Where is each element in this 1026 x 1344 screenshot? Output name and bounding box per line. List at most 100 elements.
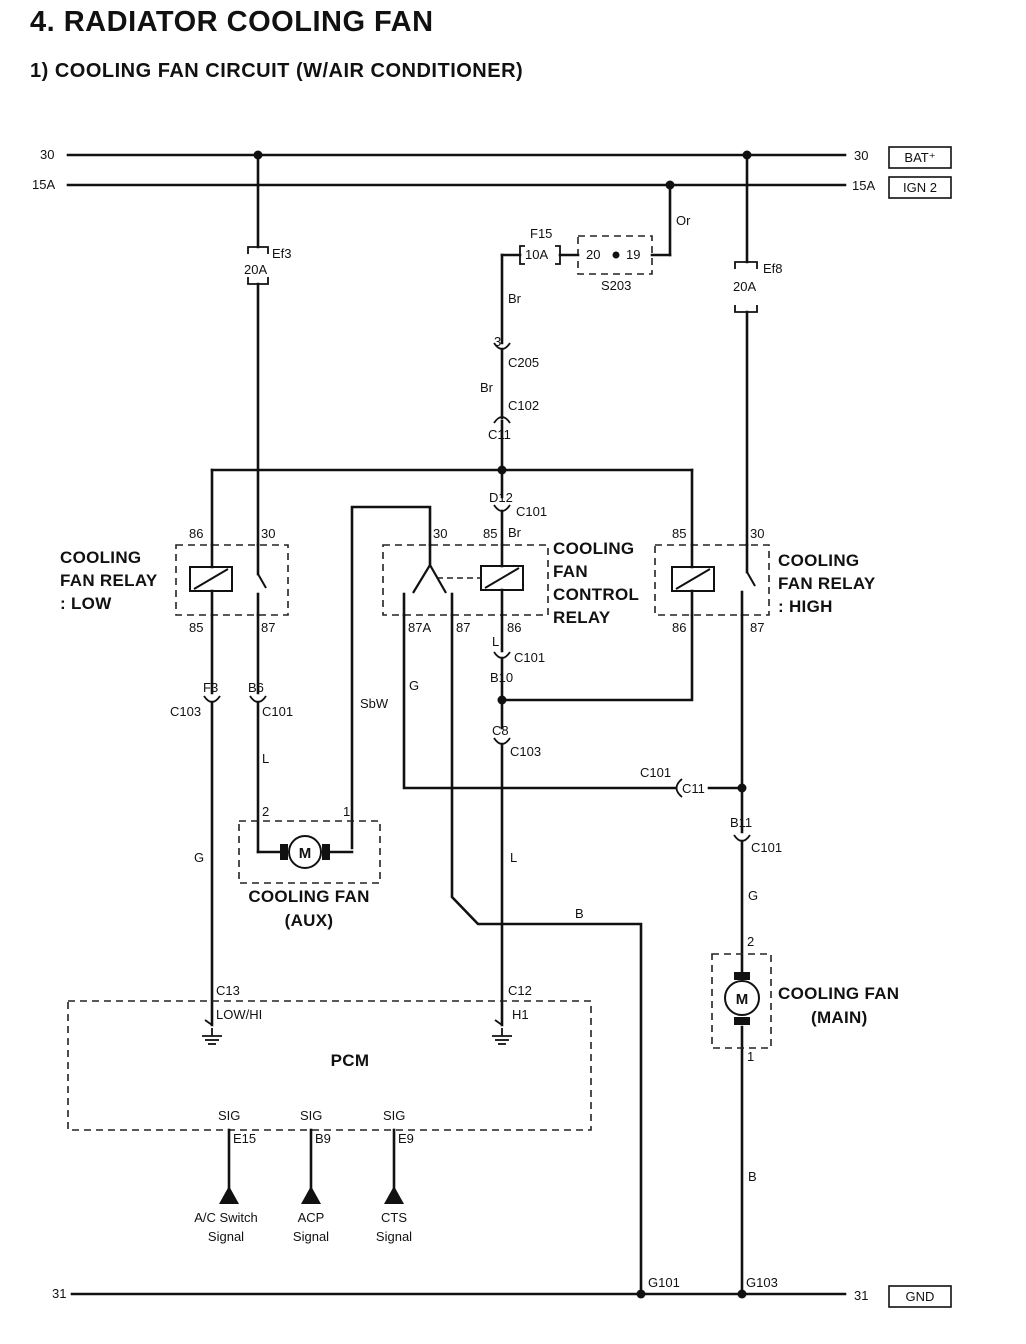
ground-rail: 31 31 GND bbox=[52, 1285, 952, 1308]
wire-sbw: SbW bbox=[350, 505, 432, 850]
svg-text:COOLING: COOLING bbox=[60, 548, 141, 567]
svg-text:87: 87 bbox=[750, 620, 764, 635]
svg-text:G: G bbox=[748, 888, 758, 903]
svg-text:(MAIN): (MAIN) bbox=[811, 1008, 868, 1027]
svg-text:COOLING FAN: COOLING FAN bbox=[248, 887, 369, 906]
svg-text:F15: F15 bbox=[530, 226, 552, 241]
svg-text:: LOW: : LOW bbox=[60, 594, 112, 613]
svg-text:BAT⁺: BAT⁺ bbox=[904, 150, 935, 165]
svg-text:COOLING FAN: COOLING FAN bbox=[778, 984, 899, 1003]
svg-text:SIG: SIG bbox=[300, 1108, 322, 1123]
svg-text:A/C Switch: A/C Switch bbox=[194, 1210, 258, 1225]
svg-text:3: 3 bbox=[494, 334, 501, 349]
svg-text:C101: C101 bbox=[514, 650, 545, 665]
svg-text:2: 2 bbox=[747, 934, 754, 949]
svg-text:Br: Br bbox=[508, 525, 522, 540]
svg-text:GND: GND bbox=[906, 1289, 935, 1304]
svg-text:F3: F3 bbox=[203, 680, 218, 695]
splice-s203: S203 bbox=[601, 278, 631, 293]
svg-text:G: G bbox=[409, 678, 419, 693]
svg-text:30: 30 bbox=[40, 147, 54, 162]
relay-supply-bus: D12 C101 Br bbox=[210, 468, 694, 547]
svg-text:RELAY: RELAY bbox=[553, 608, 611, 627]
svg-text:SbW: SbW bbox=[360, 696, 389, 711]
svg-text:B: B bbox=[575, 906, 584, 921]
svg-text:FAN: FAN bbox=[553, 562, 588, 581]
svg-text:15A: 15A bbox=[852, 178, 875, 193]
fuse-ef8: 20A Ef8 bbox=[733, 153, 783, 547]
svg-text:C102: C102 bbox=[508, 398, 539, 413]
svg-text:IGN 2: IGN 2 bbox=[903, 180, 937, 195]
svg-text:CONTROL: CONTROL bbox=[553, 585, 639, 604]
svg-text:19: 19 bbox=[626, 247, 640, 262]
svg-text:D12: D12 bbox=[489, 490, 513, 505]
svg-text:Ef8: Ef8 bbox=[763, 261, 783, 276]
svg-text:85: 85 bbox=[483, 526, 497, 541]
wire-low-85: F3 C103 G bbox=[170, 613, 221, 1027]
svg-text:85: 85 bbox=[672, 526, 686, 541]
svg-text:C103: C103 bbox=[170, 704, 201, 719]
svg-text:Ef3: Ef3 bbox=[272, 246, 292, 261]
svg-text:E9: E9 bbox=[398, 1131, 414, 1146]
svg-text:L: L bbox=[510, 850, 517, 865]
svg-text:20A: 20A bbox=[244, 262, 267, 277]
svg-text:1: 1 bbox=[343, 804, 350, 819]
wire-control-86: L C101 B10 C8 C103 L bbox=[490, 613, 694, 1027]
svg-text:SIG: SIG bbox=[383, 1108, 405, 1123]
control-feed: Or 20 19 S203 10A F15 Br 3 C205 Br C102 … bbox=[480, 183, 691, 499]
pcm-module: PCM C13 LOW/HI C12 H1 SIG SIG SIG bbox=[67, 983, 592, 1131]
cooling-fan-main: M 2 1 COOLING FAN (MAIN) bbox=[711, 934, 899, 1064]
svg-text:86: 86 bbox=[672, 620, 686, 635]
ground-g103: G103 bbox=[746, 1275, 778, 1290]
svg-text:86: 86 bbox=[507, 620, 521, 635]
svg-text:C11: C11 bbox=[488, 427, 511, 442]
svg-text:E15: E15 bbox=[233, 1131, 256, 1146]
svg-text:Or: Or bbox=[676, 213, 691, 228]
svg-text:C101: C101 bbox=[262, 704, 293, 719]
ground-g101: G101 bbox=[648, 1275, 680, 1290]
svg-text:1: 1 bbox=[747, 1049, 754, 1064]
svg-text:CTS: CTS bbox=[381, 1210, 407, 1225]
page-title: 4. RADIATOR COOLING FAN bbox=[30, 6, 434, 38]
svg-text:C13: C13 bbox=[216, 983, 240, 998]
svg-text:30: 30 bbox=[433, 526, 447, 541]
page-subtitle: 1) COOLING FAN CIRCUIT (W/AIR CONDITIONE… bbox=[30, 60, 524, 82]
cooling-fan-relay-high: 85 30 86 87 COOLING FAN RELAY : HIGH bbox=[654, 526, 876, 635]
svg-text:M: M bbox=[299, 845, 312, 862]
svg-text:B11: B11 bbox=[730, 815, 752, 830]
svg-text:Br: Br bbox=[480, 380, 494, 395]
svg-text:C11: C11 bbox=[682, 781, 705, 796]
svg-text:30: 30 bbox=[750, 526, 764, 541]
svg-text:M: M bbox=[736, 991, 749, 1008]
svg-text:Signal: Signal bbox=[293, 1229, 329, 1244]
svg-text:C103: C103 bbox=[510, 744, 541, 759]
svg-text:Br: Br bbox=[508, 291, 522, 306]
svg-text:: HIGH: : HIGH bbox=[778, 597, 833, 616]
wire-b-control: B bbox=[450, 613, 643, 1296]
wire-g-control: G C101 C11 bbox=[402, 613, 744, 798]
wire-low-87: B6 C101 L bbox=[248, 613, 293, 854]
svg-text:PCM: PCM bbox=[331, 1051, 370, 1070]
svg-text:31: 31 bbox=[854, 1288, 868, 1303]
svg-text:2: 2 bbox=[262, 804, 269, 819]
svg-text:LOW/HI: LOW/HI bbox=[216, 1007, 262, 1022]
svg-text:H1: H1 bbox=[512, 1007, 529, 1022]
svg-text:87: 87 bbox=[261, 620, 275, 635]
svg-text:85: 85 bbox=[189, 620, 203, 635]
svg-text:C101: C101 bbox=[751, 840, 782, 855]
svg-text:G: G bbox=[194, 850, 204, 865]
bat-rail: 30 30 BAT⁺ bbox=[40, 146, 952, 169]
svg-text:31: 31 bbox=[52, 1286, 66, 1301]
cooling-fan-control-relay: 30 85 87A 87 86 COOLING FAN CONTROL RELA… bbox=[382, 526, 639, 635]
fuse-f15: 10A bbox=[525, 247, 548, 262]
svg-text:L: L bbox=[262, 751, 269, 766]
svg-text:86: 86 bbox=[189, 526, 203, 541]
svg-text:FAN RELAY: FAN RELAY bbox=[778, 574, 876, 593]
fuse-ef3: 20A Ef3 bbox=[244, 153, 292, 547]
pcm-signal-inputs: E15 A/C Switch Signal B9 ACP Signal E9 C… bbox=[194, 1128, 414, 1244]
cooling-fan-aux: M 2 1 COOLING FAN (AUX) bbox=[238, 804, 381, 930]
svg-text:87: 87 bbox=[456, 620, 470, 635]
svg-text:COOLING: COOLING bbox=[553, 539, 634, 558]
svg-text:30: 30 bbox=[261, 526, 275, 541]
svg-text:15A: 15A bbox=[32, 177, 55, 192]
